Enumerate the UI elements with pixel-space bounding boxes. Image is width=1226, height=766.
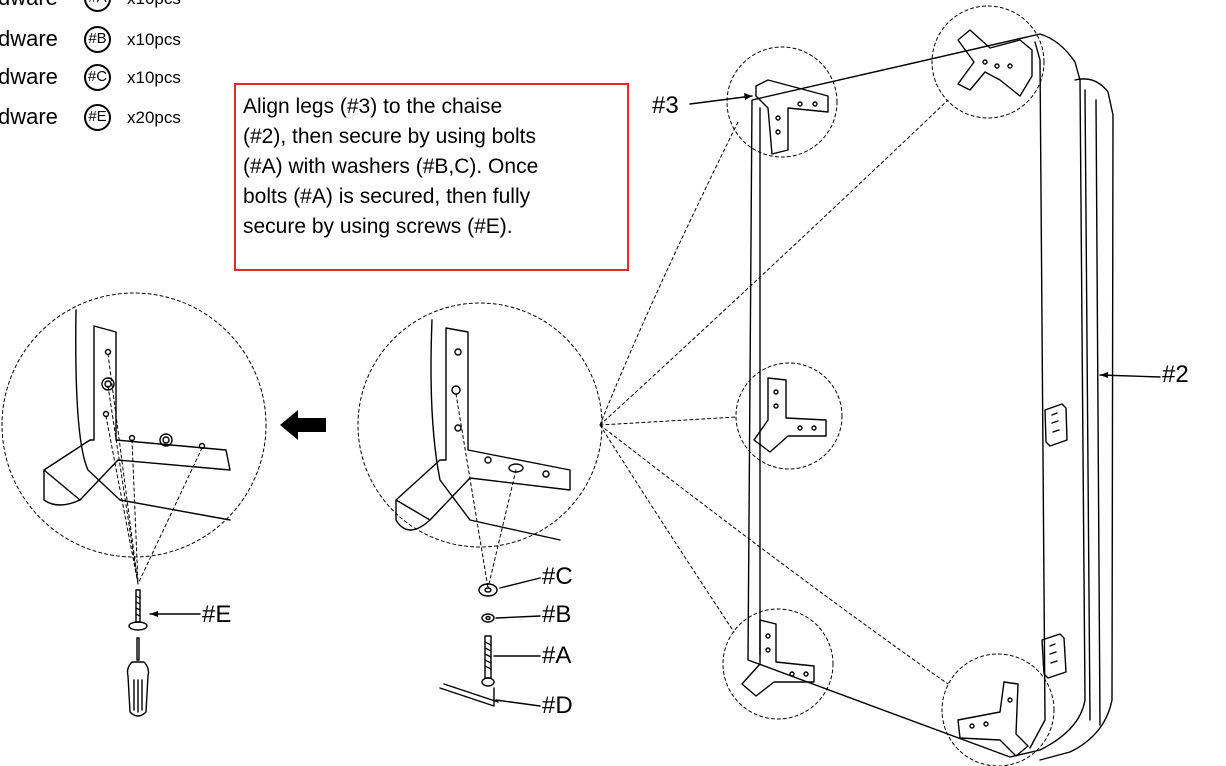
hardware-code-badge: #C <box>84 64 111 91</box>
instruction-line: (#A) with washers (#B,C). Once <box>243 155 539 178</box>
label-allen-key: #D <box>542 692 573 719</box>
leg-bottom-left <box>741 619 815 697</box>
detail-circles <box>1 5 1055 766</box>
instruction-line: (#2), then secure by using bolts <box>243 125 536 148</box>
hardware-qty: x10pcs <box>127 30 181 49</box>
label-leg: #3 <box>652 92 679 119</box>
leg-bottom-right <box>957 681 1029 757</box>
label-washer-b: #B <box>542 601 572 628</box>
label-bolt: #A <box>542 642 572 669</box>
hardware-word: dware <box>0 0 58 11</box>
instruction-box: Align legs (#3) to the chaise (#2), then… <box>234 83 629 271</box>
hardware-qty: x10pcs <box>127 0 181 11</box>
detail-screw-assembly <box>43 309 231 717</box>
label-chaise: #2 <box>1162 361 1189 388</box>
leg-middle <box>753 377 827 453</box>
label-screw: #E <box>202 601 232 628</box>
left-arrow-icon <box>280 410 326 440</box>
hardware-code-badge: #E <box>84 104 111 131</box>
hardware-word: dware <box>0 26 58 51</box>
label-washer-c: #C <box>542 563 573 590</box>
instruction-line: bolts (#A) is secured, then fully <box>243 185 531 208</box>
hardware-code-badge: #B <box>84 26 111 53</box>
leg-top-right <box>957 29 1033 97</box>
detail-bolt-assembly <box>395 319 571 707</box>
leg-top-left <box>755 79 829 155</box>
callout-leaders <box>149 95 1161 707</box>
hardware-qty: x20pcs <box>127 108 181 127</box>
instruction-line: Align legs (#3) to the chaise <box>243 95 503 118</box>
chaise-body <box>747 33 1114 761</box>
hardware-word: dware <box>0 104 58 129</box>
instruction-line: secure by using screws (#E). <box>243 215 513 238</box>
hardware-word: dware <box>0 64 58 89</box>
hardware-qty: x10pcs <box>127 68 181 87</box>
